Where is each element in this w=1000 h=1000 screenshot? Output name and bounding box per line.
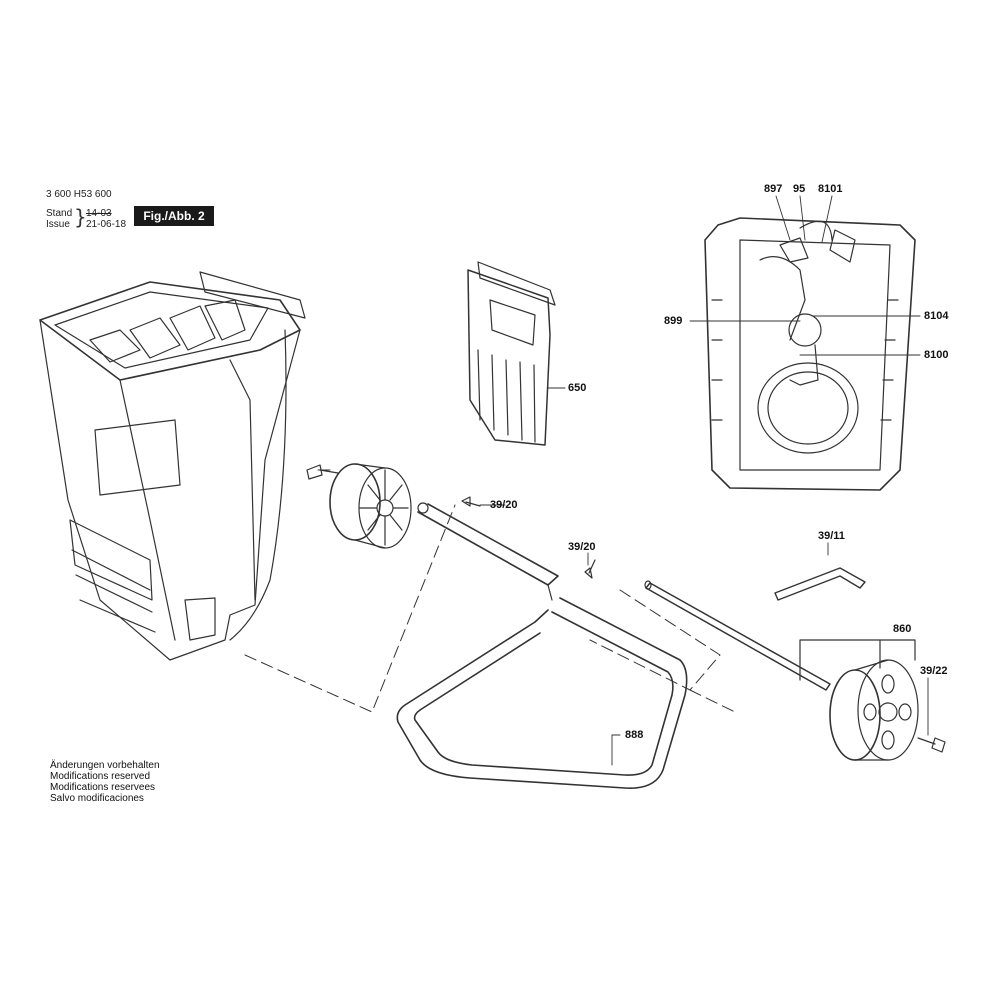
callout-650: 650 — [568, 382, 587, 394]
note-en: Modifications reserved — [50, 771, 151, 782]
callout-888: 888 — [625, 729, 644, 741]
issue-value: 21-06-18 — [86, 219, 127, 230]
issue-label: Issue — [46, 219, 70, 230]
hex-key — [774, 567, 866, 601]
screw-39-22 — [917, 737, 946, 753]
callout-39-20-b: 39/20 — [568, 541, 596, 553]
figure-label: Fig./Abb. 2 — [134, 206, 214, 226]
u-frame-888 — [396, 597, 688, 789]
frame-tube — [417, 502, 559, 601]
callout-39-20-a: 39/20 — [490, 499, 518, 511]
callout-8104: 8104 — [924, 310, 949, 322]
callout-8101: 8101 — [818, 183, 843, 195]
housing-interior — [704, 217, 916, 491]
callout-897: 897 — [764, 183, 783, 195]
stand-value: 14-03 — [86, 208, 112, 219]
screw-left — [306, 464, 339, 480]
note-fr: Modifications reservees — [50, 782, 156, 793]
axle — [644, 580, 831, 691]
stand-label: Stand — [46, 208, 73, 219]
shredder-body — [39, 271, 306, 661]
right-wheel — [829, 659, 919, 761]
handle-650 — [467, 261, 556, 446]
callout-39-11: 39/11 — [818, 530, 845, 542]
note-es: Salvo modificaciones — [50, 793, 144, 804]
callout-39-22: 39/22 — [920, 665, 948, 677]
brace-icon: } — [74, 205, 87, 229]
note-de: Änderungen vorbehalten — [50, 760, 160, 771]
left-wheel — [329, 463, 412, 549]
callout-860: 860 — [893, 623, 912, 635]
doc-number: 3 600 H53 600 — [46, 189, 112, 200]
screw-39-20-b — [584, 559, 596, 579]
modification-notes: Änderungen vorbehalten Modifications res… — [50, 760, 160, 804]
callout-899: 899 — [664, 315, 683, 327]
callout-8100: 8100 — [924, 349, 949, 361]
callout-95: 95 — [793, 183, 806, 195]
screw-39-20-a — [461, 496, 481, 507]
